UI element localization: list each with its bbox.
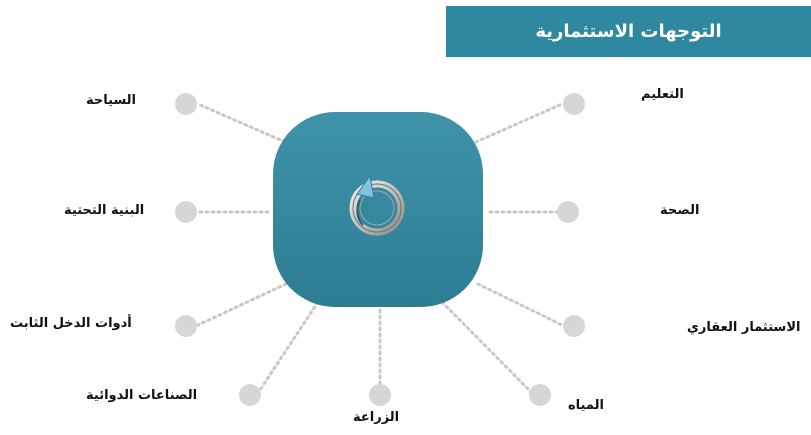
label-infrastructure: البنية التحتية <box>64 203 145 218</box>
label-education: التعليم <box>641 87 684 102</box>
connector-fixed-income <box>196 282 288 327</box>
label-health: الصحة <box>660 203 700 218</box>
connector-real-estate <box>476 282 564 327</box>
label-fixed-income: أدوات الدخل الثابت <box>10 316 132 331</box>
node-education <box>563 93 585 115</box>
title-banner: التوجهات الاستثمارية <box>446 6 811 57</box>
node-fixed-income <box>175 315 197 337</box>
node-tourism <box>175 93 197 115</box>
node-water <box>529 384 551 406</box>
central-hub <box>273 112 483 307</box>
node-real-estate <box>563 315 585 337</box>
node-agriculture <box>369 384 391 406</box>
label-agriculture: الزراعة <box>353 410 400 425</box>
label-real-estate: الاستثمار العقاري <box>687 320 801 335</box>
node-health <box>557 201 579 223</box>
label-petrochemicals: الصناعات الدوائية <box>86 388 198 403</box>
connector-petrochemicals <box>256 300 320 395</box>
title-text: التوجهات الاستثمارية <box>535 21 722 42</box>
node-petrochemicals <box>239 384 261 406</box>
connector-water <box>440 300 534 395</box>
label-tourism: السياحة <box>86 93 137 108</box>
circular-arrow-icon <box>349 174 405 236</box>
node-infrastructure <box>175 201 197 223</box>
label-water: المياه <box>568 398 604 413</box>
connector-education <box>474 102 564 144</box>
connector-tourism <box>196 102 287 144</box>
